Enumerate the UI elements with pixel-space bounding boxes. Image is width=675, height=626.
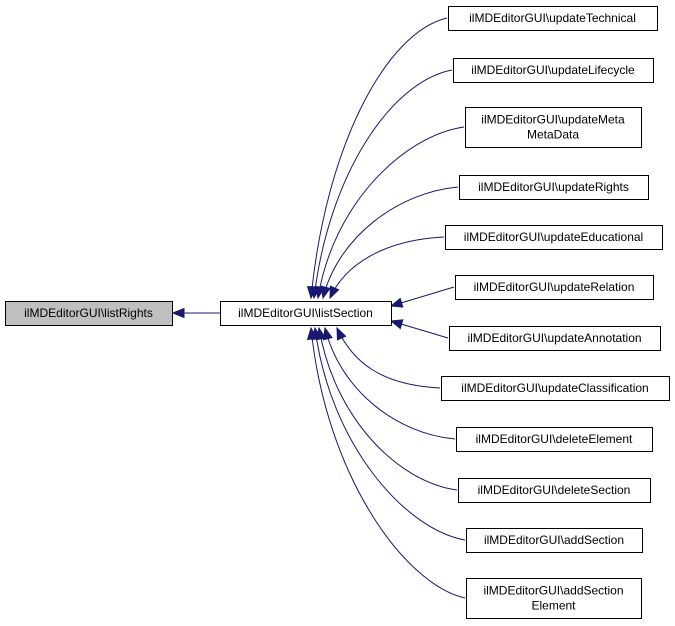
node-listRights[interactable]: ilMDEditorGUI\listRights xyxy=(5,301,173,326)
node-label: ilMDEditorGUI\updateTechnical xyxy=(469,11,636,25)
node-box xyxy=(5,301,173,326)
node-box xyxy=(466,578,642,619)
edge-deleteSection-to-listSection xyxy=(315,326,458,491)
node-label: ilMDEditorGUI\updateLifecycle xyxy=(471,63,635,77)
call-nodes: ilMDEditorGUI\listRights ilMDEditorGUI\li… xyxy=(5,6,670,619)
node-label: ilMDEditorGUI\updateMeta xyxy=(481,113,625,127)
edge-addSectionElement-to-listSection xyxy=(306,326,466,599)
node-label: ilMDEditorGUI\updateClassification xyxy=(461,381,648,395)
node-box xyxy=(448,6,658,31)
edge-updateRelation-to-listSection xyxy=(389,286,455,308)
edge-listSection-to-listRights xyxy=(171,307,220,319)
arrowhead-icon xyxy=(329,285,340,300)
node-box xyxy=(456,427,653,452)
node-box xyxy=(220,301,392,326)
arrowhead-icon xyxy=(306,326,318,340)
arrowhead-icon xyxy=(389,297,404,308)
node-deleteSection[interactable]: ilMDEditorGUI\deleteSection xyxy=(458,478,651,503)
node-label: ilMDEditorGUI\listSection xyxy=(238,306,373,320)
node-box xyxy=(466,528,643,553)
edge-line xyxy=(310,17,448,299)
node-box xyxy=(449,326,661,351)
node-updateRights[interactable]: ilMDEditorGUI\updateRights xyxy=(459,175,649,200)
edge-line xyxy=(324,327,456,440)
arrowhead-icon xyxy=(389,319,404,330)
node-addSection[interactable]: ilMDEditorGUI\addSection xyxy=(466,528,643,553)
arrowhead-icon xyxy=(336,326,347,341)
edge-line xyxy=(314,327,466,541)
edge-addSection-to-listSection xyxy=(311,326,466,541)
edge-updateMetaMetaData-to-listSection xyxy=(314,126,465,300)
node-label: MetaData xyxy=(527,128,579,142)
node-updateClassification[interactable]: ilMDEditorGUI\updateClassification xyxy=(441,376,670,401)
edge-updateAnnotation-to-listSection xyxy=(389,319,449,339)
edge-deleteElement-to-listSection xyxy=(322,326,456,440)
edge-updateRights-to-listSection xyxy=(320,186,459,300)
node-deleteElement[interactable]: ilMDEditorGUI\deleteElement xyxy=(456,427,653,452)
node-updateRelation[interactable]: ilMDEditorGUI\updateRelation xyxy=(455,275,654,300)
node-box xyxy=(458,478,651,503)
node-label: ilMDEditorGUI\updateEducational xyxy=(464,230,643,244)
node-box xyxy=(445,225,663,250)
node-updateLifecycle[interactable]: ilMDEditorGUI\updateLifecycle xyxy=(453,58,654,83)
node-updateAnnotation[interactable]: ilMDEditorGUI\updateAnnotation xyxy=(449,326,661,351)
node-updateTechnical[interactable]: ilMDEditorGUI\updateTechnical xyxy=(448,6,658,31)
node-listSection[interactable]: ilMDEditorGUI\listSection xyxy=(220,301,392,326)
node-label: ilMDEditorGUI\addSection xyxy=(483,584,623,598)
node-box xyxy=(459,175,649,200)
node-label: ilMDEditorGUI\listRights xyxy=(24,306,153,320)
node-label: ilMDEditorGUI\addSection xyxy=(484,533,624,547)
arrowhead-icon xyxy=(320,285,331,300)
edge-line xyxy=(322,186,459,299)
edge-line xyxy=(317,126,465,299)
node-label: ilMDEditorGUI\deleteSection xyxy=(478,483,631,497)
node-box xyxy=(455,275,654,300)
edge-line xyxy=(310,327,466,599)
node-label: ilMDEditorGUI\deleteElement xyxy=(476,432,633,446)
node-label: ilMDEditorGUI\updateAnnotation xyxy=(467,331,641,345)
node-label: ilMDEditorGUI\updateRights xyxy=(478,180,629,194)
edge-updateEducational-to-listSection xyxy=(329,236,445,300)
edge-line xyxy=(329,236,445,299)
node-label: ilMDEditorGUI\updateRelation xyxy=(474,280,635,294)
edge-updateClassification-to-listSection xyxy=(336,326,441,389)
call-edges xyxy=(171,17,466,599)
arrowhead-icon xyxy=(322,326,333,341)
arrowhead-icon xyxy=(171,307,185,319)
edge-line xyxy=(313,69,453,299)
node-box xyxy=(441,376,670,401)
node-updateEducational[interactable]: ilMDEditorGUI\updateEducational xyxy=(445,225,663,250)
node-label: Element xyxy=(531,599,576,613)
node-box xyxy=(465,107,642,148)
edge-line xyxy=(336,327,441,389)
node-box xyxy=(453,58,654,83)
edge-line xyxy=(318,327,458,491)
